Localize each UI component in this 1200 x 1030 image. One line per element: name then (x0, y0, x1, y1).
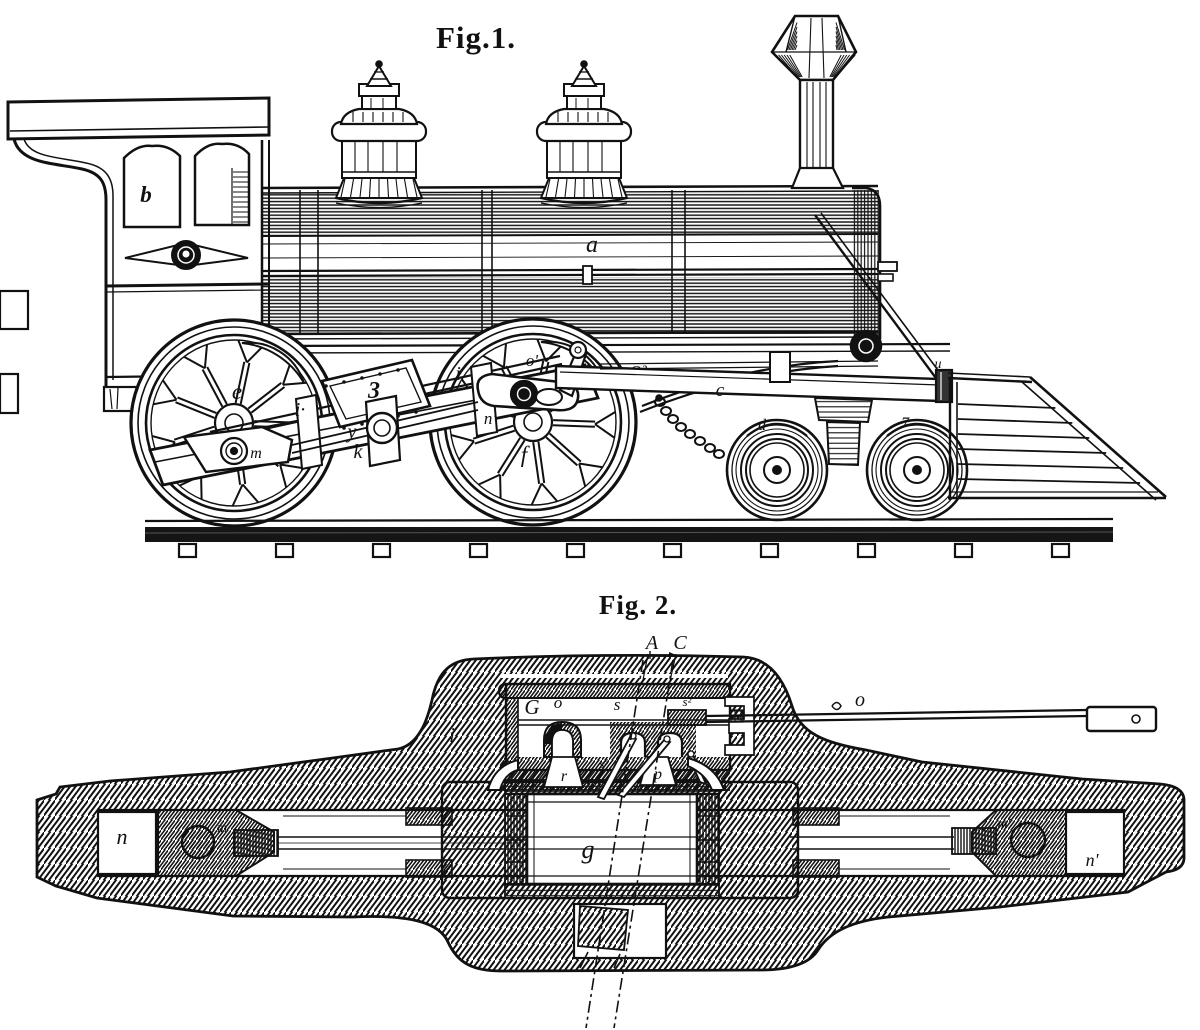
svg-text:C: C (673, 632, 687, 654)
svg-text:g: g (582, 835, 595, 864)
svg-text:7: 7 (901, 415, 910, 432)
svg-text:s²: s² (683, 694, 693, 709)
svg-text:n: n (117, 824, 128, 849)
svg-text:Fig.1.: Fig.1. (436, 20, 516, 55)
svg-text:o: o (554, 693, 563, 712)
svg-text:s: s (614, 695, 621, 714)
svg-text:p: p (653, 766, 662, 783)
svg-text:o': o' (526, 351, 539, 370)
svg-text:m: m (250, 445, 262, 462)
svg-text:G: G (524, 695, 539, 719)
svg-text:u: u (935, 357, 942, 372)
svg-text:b: b (140, 182, 152, 207)
svg-text:3: 3 (367, 378, 380, 404)
svg-text:e: e (232, 379, 242, 404)
svg-text:o: o (855, 689, 865, 711)
svg-text:m: m (217, 821, 227, 836)
svg-text:i·: i· (295, 399, 306, 421)
svg-text:Fig. 2.: Fig. 2. (599, 590, 677, 620)
svg-text:y: y (346, 421, 357, 443)
svg-text:f: f (521, 442, 531, 467)
svg-text:c: c (716, 380, 725, 401)
svg-text:n': n' (1086, 850, 1100, 870)
svg-text:n': n' (484, 409, 497, 428)
svg-text:d: d (758, 417, 767, 434)
svg-text:i: i (449, 723, 455, 747)
svg-text:k: k (354, 441, 364, 463)
svg-text:s⁵: s⁵ (600, 757, 609, 771)
svg-text:A: A (644, 632, 659, 654)
svg-text:a: a (586, 232, 598, 258)
svg-text:i: i (455, 363, 461, 385)
svg-text:r: r (561, 768, 568, 785)
svg-text:mʹ: mʹ (997, 817, 1011, 832)
